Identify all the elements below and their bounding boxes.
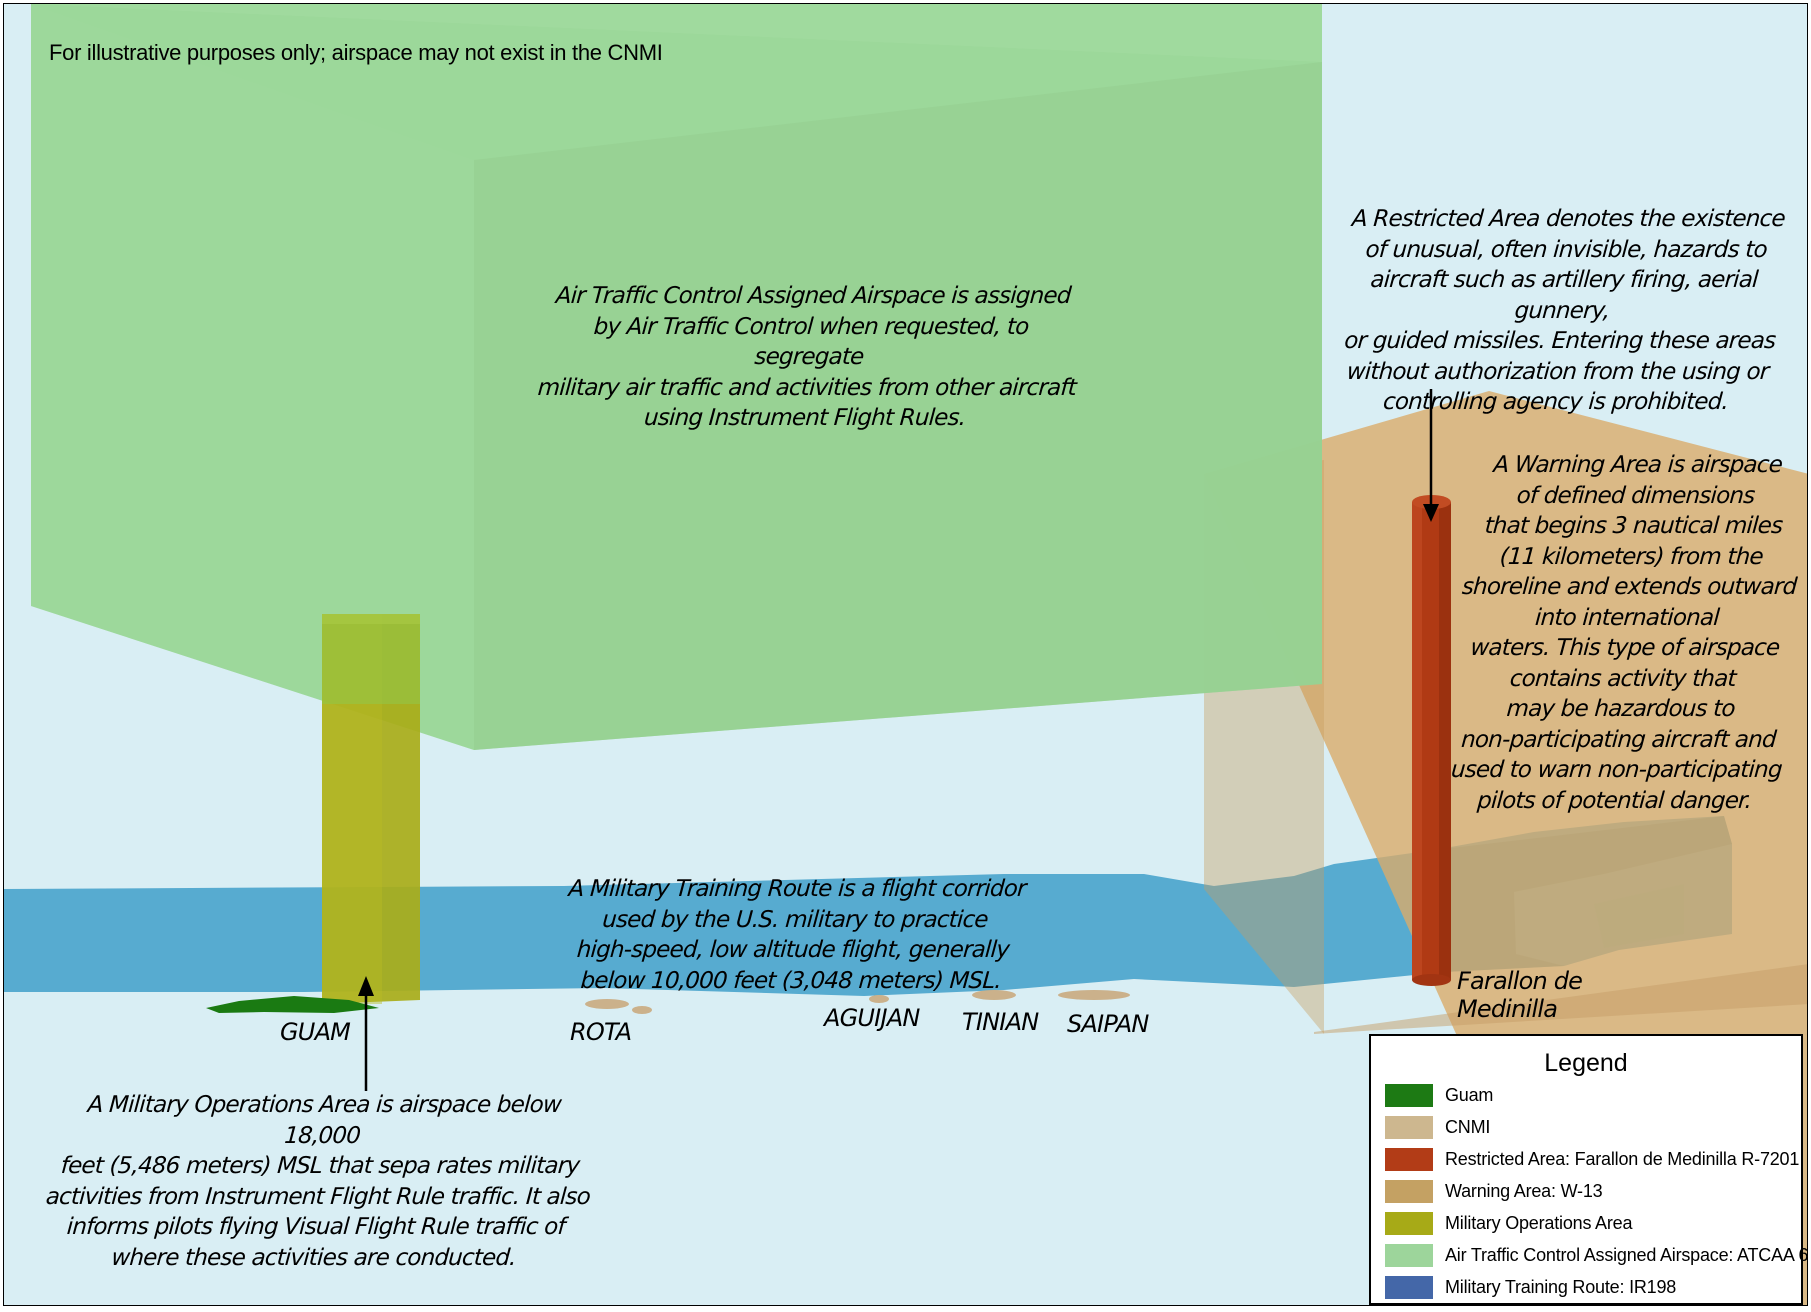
tinian-label: TINIAN xyxy=(962,1008,1039,1036)
legend-swatch xyxy=(1385,1083,1433,1107)
rota-label: ROTA xyxy=(570,1018,632,1046)
tinian-island xyxy=(972,990,1016,1000)
airspace-scene xyxy=(4,4,1807,1305)
legend-label: Warning Area: W-13 xyxy=(1445,1180,1603,1201)
disclaimer-text: For illustrative purposes only; airspace… xyxy=(49,40,663,65)
aguijan-island xyxy=(869,995,889,1003)
farallon-label: Farallon de Medinilla xyxy=(1457,967,1583,1023)
restricted-area-cylinder xyxy=(1412,495,1451,986)
legend-label: Guam xyxy=(1445,1084,1494,1105)
warning-area-annotation: A Warning Area is airspace of defined di… xyxy=(1450,452,1798,814)
restricted-arrow-head xyxy=(1423,504,1439,522)
legend-swatch xyxy=(1385,1115,1433,1139)
legend-item-cnmi: CNMI xyxy=(1385,1114,1490,1140)
legend-item-warning-area: Warning Area: W-13 xyxy=(1385,1178,1603,1204)
legend-item-moa: Military Operations Area xyxy=(1385,1210,1632,1236)
moa-annotation: A Military Operations Area is airspace b… xyxy=(44,1092,591,1271)
saipan-island xyxy=(1058,990,1130,1000)
legend-title: Legend xyxy=(1544,1049,1628,1077)
legend-item-mtr: Military Training Route: IR198 xyxy=(1385,1274,1676,1300)
map-canvas: For illustrative purposes only; airspace… xyxy=(3,3,1808,1306)
atcaa-box xyxy=(31,4,1322,750)
rota-island xyxy=(585,999,629,1009)
islands xyxy=(206,990,1130,1014)
restricted-area-annotation: A Restricted Area denotes the existence … xyxy=(1343,206,1786,415)
legend-item-atcaa: Air Traffic Control Assigned Airspace: A… xyxy=(1385,1242,1808,1268)
mtr-annotation: A Military Training Route is a flight co… xyxy=(567,876,1027,994)
legend-label: Restricted Area: Farallon de Medinilla R… xyxy=(1445,1148,1800,1169)
atcaa-annotation: Air Traffic Control Assigned Airspace is… xyxy=(536,283,1077,431)
legend-swatch xyxy=(1385,1147,1433,1171)
legend-swatch xyxy=(1385,1211,1433,1235)
moa-arrow-head xyxy=(358,976,374,996)
legend-label: CNMI xyxy=(1445,1116,1491,1137)
legend-item-restricted-area: Restricted Area: Farallon de Medinilla R… xyxy=(1385,1146,1799,1172)
aguijan-label: AGUIJAN xyxy=(824,1004,920,1032)
legend-swatch xyxy=(1385,1275,1433,1299)
rota-islet xyxy=(632,1006,652,1014)
legend-swatch xyxy=(1385,1243,1433,1267)
pointer-arrows xyxy=(358,389,1439,1091)
legend-item-guam: Guam xyxy=(1385,1082,1493,1108)
guam-label: GUAM xyxy=(280,1018,351,1046)
legend-label: Air Traffic Control Assigned Airspace: A… xyxy=(1445,1244,1808,1265)
legend: Legend Guam CNMI Restricted Area: Farall… xyxy=(1369,1034,1807,1305)
legend-swatch xyxy=(1385,1179,1433,1203)
guam-island xyxy=(206,996,379,1013)
moa-column xyxy=(322,614,420,1004)
legend-label: Military Training Route: IR198 xyxy=(1445,1276,1677,1297)
saipan-label: SAIPAN xyxy=(1067,1010,1149,1038)
legend-label: Military Operations Area xyxy=(1445,1212,1633,1233)
